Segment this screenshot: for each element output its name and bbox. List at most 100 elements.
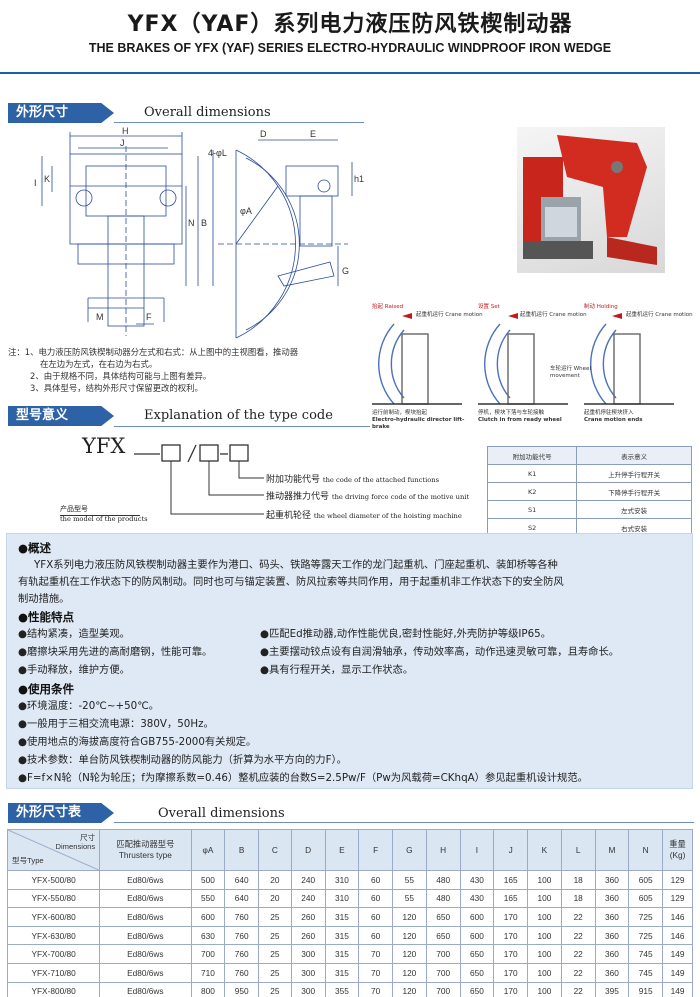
section-title-table: Overall dimensions	[158, 806, 285, 821]
func-meaning: 左式安装	[576, 500, 692, 519]
col-header: φA	[190, 829, 226, 871]
col-header: L	[560, 829, 596, 871]
value-cell: 120	[392, 944, 427, 964]
func-code: S1	[486, 500, 578, 519]
label-E: E	[310, 129, 316, 139]
col-header: N	[628, 829, 664, 871]
value-cell: 360	[594, 962, 630, 983]
value-cell: 600	[190, 907, 226, 927]
page-title: YFX（YAF）系列电力液压防风铁楔制动器	[127, 12, 573, 37]
value-cell: 745	[628, 962, 664, 983]
value-cell: 25	[258, 981, 292, 997]
value-cell: 650	[459, 962, 495, 983]
value-cell: 70	[358, 981, 393, 997]
label-model-cn: 产品型号	[60, 505, 88, 513]
value-cell: 360	[594, 870, 630, 890]
value-cell: 360	[594, 925, 630, 946]
value-cell: 315	[324, 944, 360, 964]
note-2: 2、由于规格不同，具体结构可能与上图有差异。	[30, 371, 212, 381]
col-header: C	[258, 829, 292, 871]
heading-summary: ●概述	[18, 541, 52, 555]
value-cell: 20	[258, 888, 292, 909]
thruster-cell: Ed80/6ws	[99, 962, 192, 983]
value-cell: 149	[662, 981, 693, 997]
value-cell: 760	[224, 944, 260, 964]
overview-panel	[6, 533, 693, 789]
value-cell: 100	[527, 981, 562, 997]
value-cell: 100	[527, 962, 562, 983]
state-1-title: 抬起 Raised	[372, 304, 404, 310]
value-cell: 170	[493, 907, 529, 927]
value-cell: 60	[358, 925, 393, 946]
value-cell: 129	[662, 888, 693, 909]
col-header: D	[290, 829, 326, 871]
func-code: K1	[486, 464, 578, 483]
section-tag-dimensions: 外形尺寸	[8, 103, 114, 123]
section-title-dimensions: Overall dimensions	[144, 105, 271, 120]
corner-type: 型号Type	[12, 856, 44, 865]
value-cell: 100	[527, 907, 562, 927]
value-cell: 22	[560, 962, 596, 983]
value-cell: 500	[190, 870, 226, 890]
value-cell: 55	[392, 888, 427, 909]
model-cell: YFX-600/80	[6, 907, 101, 927]
label-B: B	[201, 218, 207, 228]
value-cell: 650	[459, 981, 495, 997]
section-tag-table: 外形尺寸表	[8, 803, 114, 823]
value-cell: 760	[224, 907, 260, 927]
label-H: H	[122, 126, 129, 136]
section-rule	[114, 822, 694, 823]
value-cell: 60	[358, 907, 393, 927]
label-G: G	[342, 266, 349, 276]
func-header-code: 附加功能代号	[486, 446, 578, 465]
value-cell: 640	[224, 888, 260, 909]
value-cell: 20	[258, 870, 292, 890]
value-cell: 650	[425, 925, 461, 946]
value-cell: 70	[358, 944, 393, 964]
value-cell: 149	[662, 962, 693, 983]
value-cell: 300	[290, 981, 326, 997]
value-cell: 760	[224, 925, 260, 946]
section-rule	[114, 122, 364, 123]
model-cell: YFX-800/80	[6, 981, 101, 997]
model-pointer	[60, 466, 140, 516]
value-cell: 146	[662, 925, 693, 946]
label-h1: h1	[354, 174, 364, 184]
corner-dim-en: Dimensions	[55, 842, 96, 851]
col-header: G	[392, 829, 427, 871]
value-cell: 100	[527, 888, 562, 909]
dimension-drawing: H J K I N B 4-φL D E h1 φA G M F	[34, 126, 364, 339]
state-2-title: 设置 Set	[478, 304, 500, 310]
thruster-cell: Ed80/6ws	[99, 870, 192, 890]
state-2-motion: 起重机运行 Crane motion	[520, 312, 587, 318]
value-cell: 22	[560, 925, 596, 946]
note-1b: 在左边为左式，在右边为右式。	[40, 359, 158, 369]
value-cell: 100	[527, 870, 562, 890]
thruster-cell: Ed80/6ws	[99, 907, 192, 927]
feature-right-1: ●匹配Ed推动器,动作性能优良,密封性能好,外壳防护等级IP65。	[260, 628, 552, 640]
col-header: I	[459, 829, 495, 871]
value-cell: 170	[493, 925, 529, 946]
value-cell: 355	[324, 981, 360, 997]
weight-header: 重量(Kg)	[662, 829, 693, 871]
func-meaning: 下降停手行程开关	[576, 482, 692, 501]
value-cell: 25	[258, 925, 292, 946]
heading-conditions: ●使用条件	[18, 682, 75, 696]
state-3-title: 制动 Holding	[584, 304, 618, 310]
value-cell: 170	[493, 944, 529, 964]
value-cell: 650	[425, 907, 461, 927]
value-cell: 120	[392, 925, 427, 946]
state-3-motion: 起重机运行 Crane motion	[626, 312, 693, 318]
value-cell: 25	[258, 907, 292, 927]
value-cell: 700	[425, 962, 461, 983]
